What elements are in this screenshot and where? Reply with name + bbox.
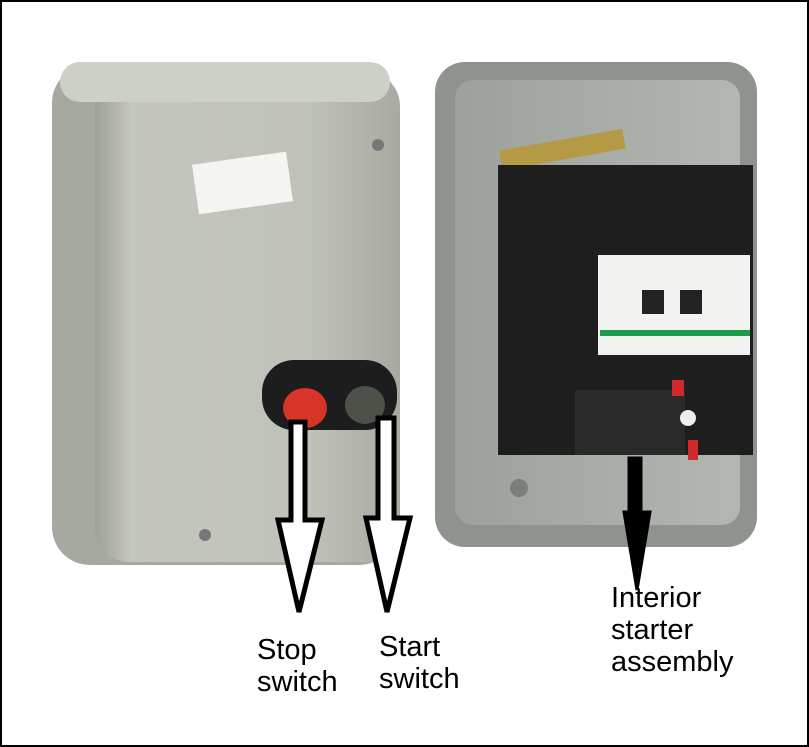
start-button: [345, 386, 385, 424]
label-line: assembly: [611, 646, 734, 678]
stop-button: [283, 388, 327, 428]
rating-label: [191, 151, 294, 215]
start-switch-label: Start switch: [379, 631, 460, 695]
label-line: Stop: [257, 634, 317, 666]
label-line: Interior: [611, 582, 702, 614]
label-line: switch: [379, 663, 460, 695]
label-line: starter: [611, 614, 694, 646]
label-line: switch: [257, 666, 338, 698]
overload-relay: [575, 390, 685, 455]
open-starter-enclosure: [435, 62, 757, 547]
closed-starter-enclosure: [52, 62, 400, 565]
stop-arrow: [274, 419, 326, 613]
label-line: Start: [379, 631, 441, 663]
interior-arrow: [622, 456, 652, 591]
start-arrow: [362, 415, 414, 613]
stop-switch-label: Stop switch: [257, 634, 338, 698]
interior-assembly-label: Interior starter assembly: [611, 582, 734, 678]
